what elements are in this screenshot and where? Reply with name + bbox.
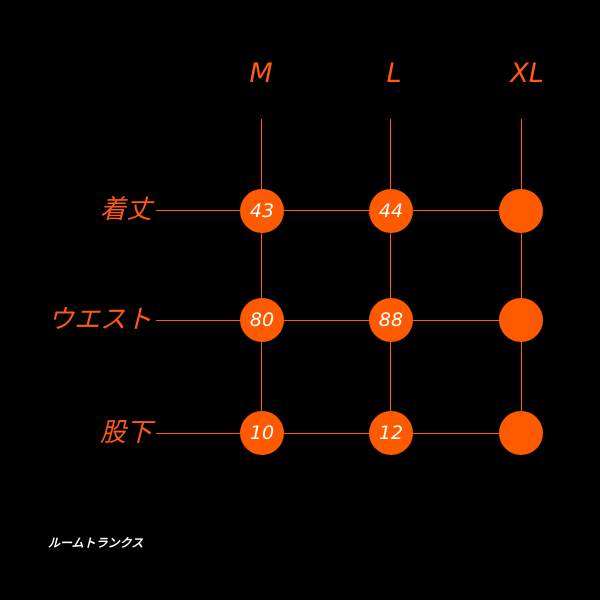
size-header-xl: XL bbox=[510, 58, 544, 89]
size-header-l: L bbox=[386, 58, 402, 89]
value-waist-l: 88 bbox=[369, 298, 413, 342]
gridline-vertical-l bbox=[390, 119, 391, 433]
row-label-inseam: 股下 bbox=[99, 418, 152, 448]
value-length-xl bbox=[499, 189, 543, 233]
gridline-horizontal-inseam bbox=[156, 433, 523, 434]
gridline-vertical-m bbox=[261, 119, 262, 433]
row-label-waist: ウエスト bbox=[47, 305, 152, 335]
product-name: ルームトランクス bbox=[48, 536, 144, 550]
value-waist-m: 80 bbox=[240, 298, 284, 342]
value-length-l: 44 bbox=[369, 189, 413, 233]
value-length-m: 43 bbox=[240, 189, 284, 233]
gridline-horizontal-waist bbox=[156, 320, 523, 321]
value-inseam-m: 10 bbox=[240, 411, 284, 455]
value-inseam-xl bbox=[499, 411, 543, 455]
value-inseam-l: 12 bbox=[369, 411, 413, 455]
gridline-vertical-xl bbox=[521, 119, 522, 433]
value-waist-xl bbox=[499, 298, 543, 342]
size-header-m: M bbox=[249, 58, 273, 89]
gridline-horizontal-length bbox=[156, 210, 523, 211]
row-label-length: 着丈 bbox=[99, 195, 152, 225]
